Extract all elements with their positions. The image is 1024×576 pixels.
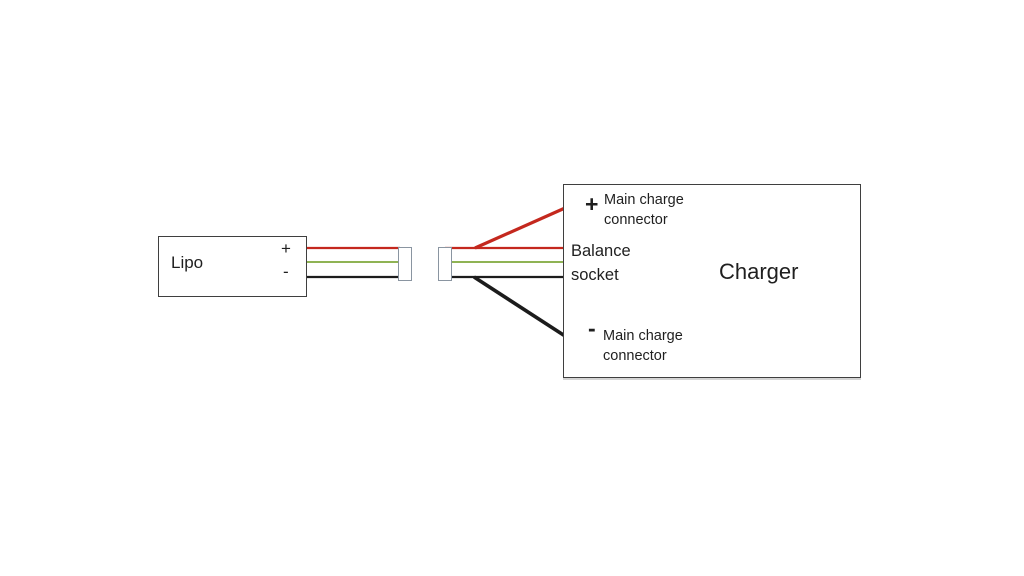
negative-main-charge-connector-label: Main charge connector	[603, 328, 683, 364]
charger-label: Charger	[719, 259, 799, 284]
positive-main-charge-lead	[474, 206, 566, 250]
charger-negative-sign: -	[588, 315, 596, 341]
balance-plug-battery-half	[398, 247, 412, 281]
balance-socket-label: Balance socket	[571, 242, 631, 284]
charger-box: + Main charge connector Balance socket C…	[563, 184, 861, 378]
lipo-negative-terminal-sign: -	[283, 262, 289, 281]
lipo-label: Lipo	[171, 253, 204, 272]
positive-main-charge-connector-label: Main charge connector	[604, 192, 684, 228]
lipo-battery-box: Lipo + -	[158, 236, 307, 297]
balance-plug-charger-half	[438, 247, 452, 281]
lipo-positive-terminal-sign: +	[281, 239, 291, 258]
negative-main-charge-lead	[473, 275, 566, 338]
charger-positive-sign: +	[585, 191, 599, 217]
